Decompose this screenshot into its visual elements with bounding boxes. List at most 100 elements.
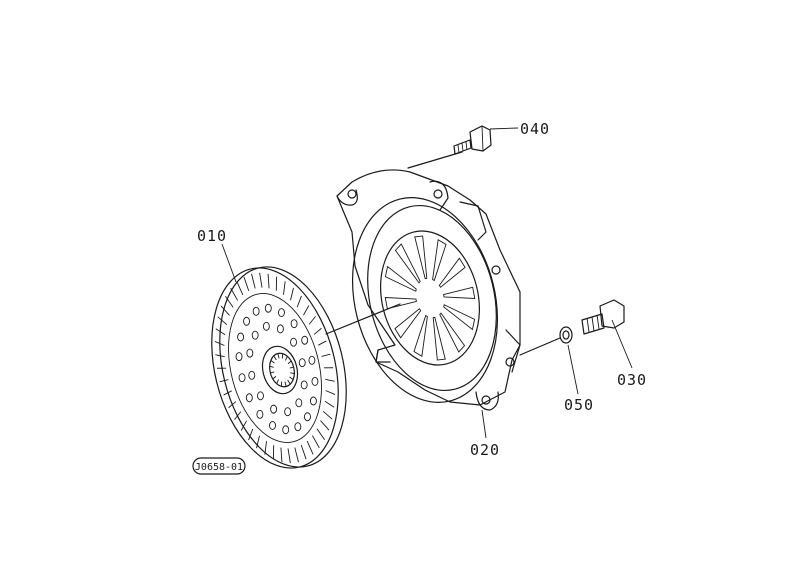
friction-segment: [287, 448, 291, 464]
rivet-hole: [246, 348, 254, 358]
friction-segment: [294, 447, 299, 463]
part-label-030: 030: [617, 371, 647, 389]
friction-segment: [256, 435, 260, 449]
rivet-hole: [308, 355, 316, 365]
rivet-hole: [304, 412, 311, 422]
rivet-hole: [276, 324, 284, 334]
rivet-hole: [282, 425, 290, 435]
spline-tooth: [272, 375, 277, 380]
spline-tooth: [270, 360, 275, 364]
part-label-010: 010: [197, 227, 227, 245]
leader-lines: [221, 127, 633, 439]
rivet-hole: [248, 370, 256, 380]
friction-segment: [318, 340, 327, 346]
diaphragm-finger: [432, 238, 447, 282]
friction-segment: [325, 378, 335, 382]
friction-segment: [300, 444, 307, 460]
spline-tooth: [287, 379, 291, 385]
spline-tooth: [284, 381, 287, 387]
rivet-hole: [243, 316, 250, 326]
diaphragm-finger: [432, 316, 446, 361]
reference-code: J0658-01: [195, 462, 243, 473]
diaphragm-finger: [443, 304, 476, 331]
diaphragm-finger: [439, 312, 466, 353]
rivet-hole: [298, 358, 306, 368]
friction-segment: [296, 295, 302, 308]
friction-segments: [214, 272, 336, 464]
friction-segment: [283, 281, 286, 295]
friction-segment: [264, 441, 267, 455]
friction-segment: [303, 305, 310, 316]
rivet-hole: [300, 380, 308, 390]
rivet-hole: [301, 335, 309, 345]
rivet-hole: [284, 407, 292, 417]
diaphragm-finger: [414, 235, 428, 280]
friction-segment: [236, 281, 244, 296]
rivet-hole: [264, 303, 272, 313]
friction-segment: [224, 296, 234, 308]
friction-segment: [215, 328, 226, 336]
rivet-hole: [311, 376, 319, 386]
friction-segment: [267, 273, 270, 289]
friction-segment: [220, 305, 230, 316]
part-label-040: 040: [520, 120, 550, 138]
spline-tooth: [277, 353, 280, 359]
friction-segment: [240, 420, 247, 431]
friction-segment: [215, 354, 225, 358]
spline-tooth: [269, 365, 274, 368]
friction-segment: [320, 420, 330, 431]
rivet-hole: [295, 398, 303, 408]
rivet-hole: [262, 321, 270, 331]
friction-segment: [230, 287, 238, 301]
rivet-hole: [237, 332, 245, 342]
rivet-hole: [245, 393, 253, 403]
diaphragm-finger: [443, 286, 476, 299]
diaphragm-fingers: [384, 235, 476, 361]
friction-segment: [234, 411, 242, 420]
friction-segment: [290, 287, 294, 301]
bolt-large[interactable]: [581, 299, 625, 335]
spline-tooth: [289, 366, 294, 369]
spline-tooth: [276, 379, 279, 384]
friction-segment: [219, 379, 229, 383]
spline-tooth: [289, 376, 294, 380]
rivet-hole: [290, 337, 297, 347]
diaphragm-finger: [413, 314, 428, 358]
diaphragm-finger: [384, 265, 417, 292]
rivet-hole: [256, 409, 264, 419]
rivet-hole: [270, 404, 278, 414]
friction-segment: [248, 428, 254, 441]
diaphragm-finger: [438, 257, 466, 288]
friction-segment: [325, 390, 336, 395]
friction-segment: [228, 401, 237, 409]
spline-tooth: [290, 372, 295, 375]
friction-segment: [214, 341, 225, 346]
clutch-disc[interactable]: [192, 254, 366, 482]
pressure-plate[interactable]: [325, 169, 521, 418]
diaphragm-finger: [394, 308, 422, 339]
friction-segment: [316, 428, 326, 440]
friction-segment: [251, 273, 256, 289]
friction-segment: [321, 353, 331, 357]
rivet-hole: [278, 308, 285, 317]
friction-segment: [243, 276, 250, 292]
diaphragm-finger: [384, 297, 417, 310]
reference-code-badge: J0658-01: [192, 457, 246, 475]
friction-segment: [217, 316, 228, 326]
friction-segment: [306, 440, 314, 455]
friction-segment: [312, 435, 320, 449]
friction-segment: [313, 327, 322, 335]
washer[interactable]: [519, 326, 573, 356]
spline-tooth: [270, 371, 275, 374]
rivet-hole: [290, 319, 298, 329]
rivet-hole: [238, 373, 246, 383]
spline-tooth: [285, 356, 288, 361]
rivet-hole: [269, 421, 276, 430]
bolt-top[interactable]: [407, 125, 492, 169]
rivet-hole: [235, 352, 243, 362]
friction-segment: [223, 390, 232, 396]
diaphragm-finger: [394, 243, 421, 284]
rivet-hole: [257, 391, 264, 401]
part-label-050: 050: [564, 396, 594, 414]
rivet-hole: [309, 396, 317, 406]
